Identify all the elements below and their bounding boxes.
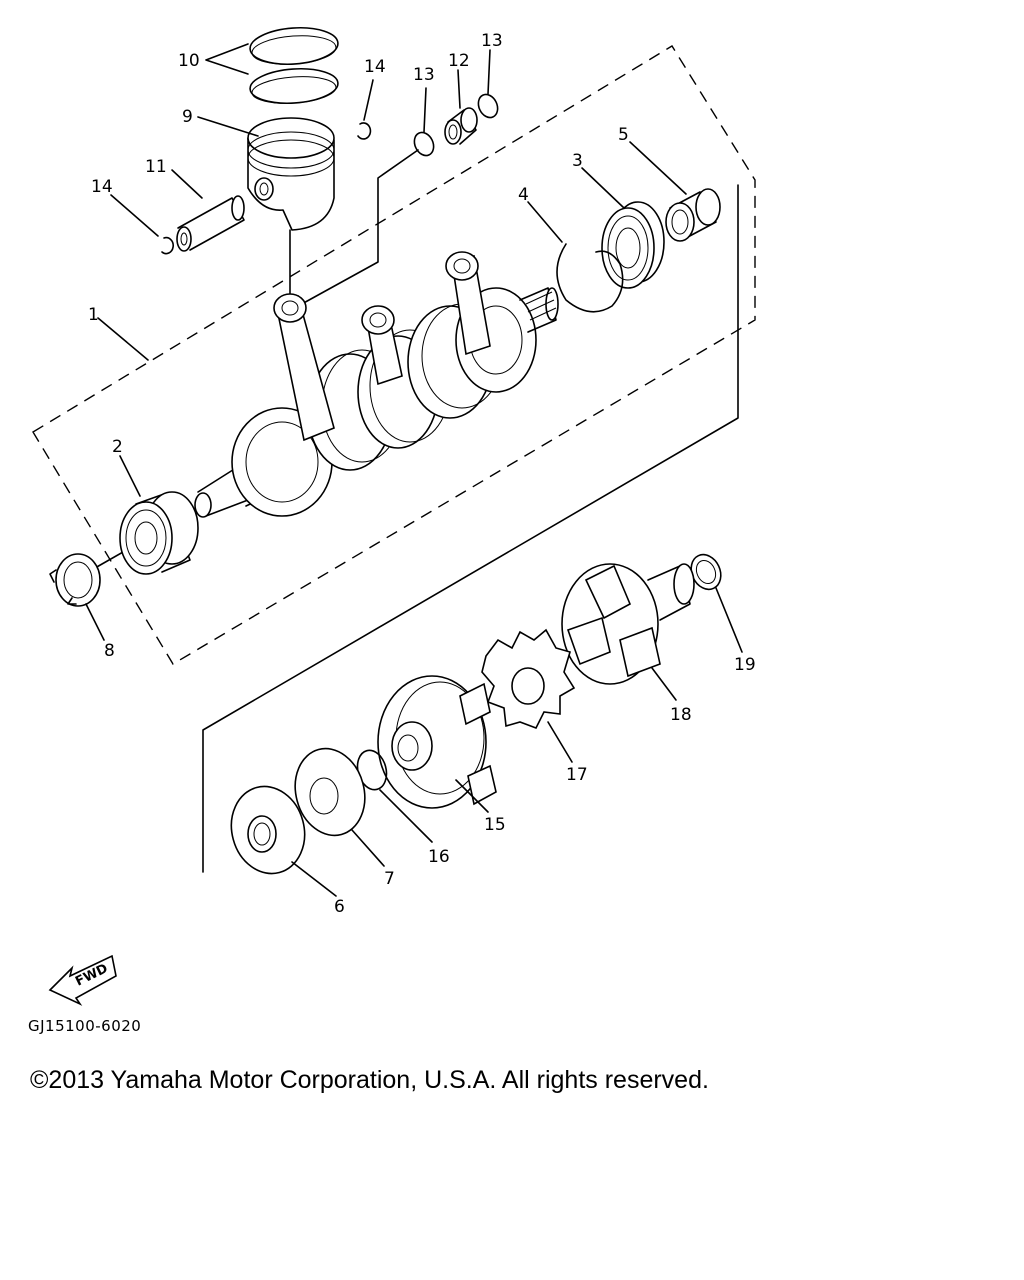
lower-assembly-outline <box>202 184 739 873</box>
part-label-8: 8 <box>104 641 115 661</box>
part-label-14-lower: 14 <box>91 177 113 197</box>
part-label-13-left: 13 <box>413 65 435 85</box>
drawing-code: GJ15100-6020 <box>28 1017 142 1035</box>
piston-rings <box>249 26 339 105</box>
part-label-6: 6 <box>334 897 345 917</box>
part-label-17: 17 <box>566 765 588 785</box>
part-label-2: 2 <box>112 437 123 457</box>
piston-pin-circlip-upper <box>357 122 372 140</box>
part-label-15: 15 <box>484 815 506 835</box>
part-label-14-upper: 14 <box>364 57 386 77</box>
crankshaft-collar <box>665 188 721 242</box>
part-label-4: 4 <box>518 185 529 205</box>
part-label-13-right: 13 <box>481 31 503 51</box>
crankshaft-oil-seal <box>49 553 101 607</box>
crankshaft-main-bearing-right <box>601 201 665 289</box>
crankshaft-assembly-dashed-outline <box>32 45 756 665</box>
part-label-1: 1 <box>88 305 99 325</box>
part-label-18: 18 <box>670 705 692 725</box>
part-label-16: 16 <box>428 847 450 867</box>
piston-pin <box>176 195 245 252</box>
fwd-arrow-icon: FWD <box>48 954 117 1006</box>
spacer-plate <box>294 747 366 837</box>
thrust-washer-right <box>477 93 499 119</box>
seal-plate <box>230 785 306 875</box>
thrust-washer-left <box>413 131 435 157</box>
part-label-12: 12 <box>448 51 470 71</box>
crankshaft-snap-ring <box>556 243 624 313</box>
coupling-housing <box>377 675 497 809</box>
part-label-7: 7 <box>384 869 395 889</box>
leader-lines <box>85 43 743 897</box>
part-label-3: 3 <box>572 151 583 171</box>
coupling-damper <box>481 628 576 730</box>
part-label-11: 11 <box>145 157 167 177</box>
part-label-19: 19 <box>734 655 756 675</box>
drive-coupling <box>561 563 695 685</box>
crankshaft-main-bearing-left <box>119 491 199 575</box>
small-end-bearing <box>444 107 478 145</box>
crankshaft-assembly <box>194 251 559 518</box>
copyright-notice: ©2013 Yamaha Motor Corporation, U.S.A. A… <box>30 1066 709 1094</box>
part-label-9: 9 <box>182 107 193 127</box>
part-label-5: 5 <box>618 125 629 145</box>
part-label-10: 10 <box>178 51 200 71</box>
circlip-connector-line <box>299 149 419 306</box>
piston <box>247 117 335 231</box>
parts-exploded-diagram: 10 9 11 14 14 13 12 13 5 3 4 1 2 8 19 18… <box>32 26 756 1006</box>
piston-pin-circlip-lower <box>161 236 174 255</box>
